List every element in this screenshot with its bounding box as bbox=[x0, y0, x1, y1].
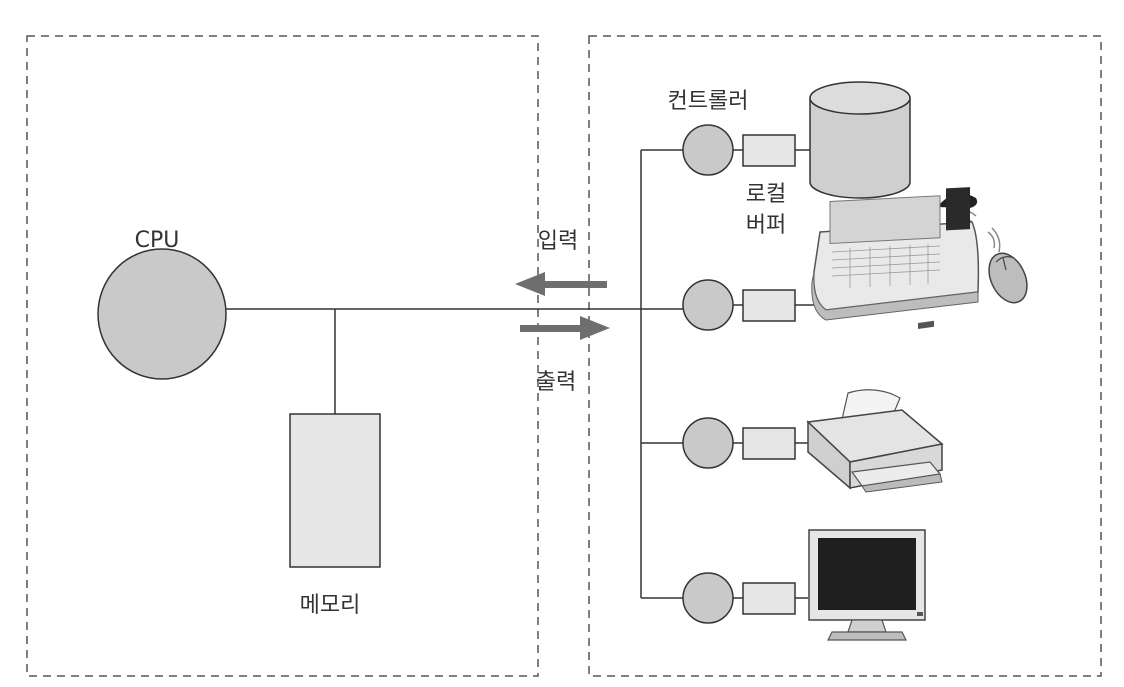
input-arrow bbox=[515, 272, 607, 296]
controller-row-3 bbox=[682, 417, 808, 469]
printer-icon bbox=[806, 320, 944, 493]
local-buffer bbox=[742, 134, 796, 167]
controller-node bbox=[682, 417, 734, 469]
device-region bbox=[588, 35, 1102, 677]
disk-cylinder-icon bbox=[809, 81, 911, 199]
local-buffer bbox=[742, 427, 796, 460]
controller-row-4 bbox=[682, 572, 808, 624]
local-buffer-label-line2: 버퍼 bbox=[746, 213, 786, 238]
local-buffer-label-line1: 로컬 bbox=[746, 182, 786, 207]
controller-label: 컨트롤러 bbox=[668, 89, 749, 114]
controller-node bbox=[682, 124, 734, 176]
local-buffer bbox=[742, 289, 796, 322]
controller-row-1 bbox=[682, 124, 810, 176]
cpu-label: CPU bbox=[135, 228, 180, 253]
memory-block bbox=[289, 413, 381, 568]
keyboard-mouse-icon bbox=[811, 187, 1028, 321]
controller-row-2 bbox=[682, 279, 815, 331]
controller-node bbox=[682, 572, 734, 624]
memory-label: 메모리 bbox=[300, 593, 361, 618]
controller-node bbox=[682, 279, 734, 331]
cpu-memory-region bbox=[26, 35, 539, 677]
monitor-icon bbox=[808, 529, 926, 641]
output-label: 출력 bbox=[536, 370, 576, 395]
cpu-node bbox=[97, 248, 227, 380]
output-arrow bbox=[520, 316, 610, 340]
local-buffer bbox=[742, 582, 796, 615]
input-label: 입력 bbox=[538, 229, 578, 254]
